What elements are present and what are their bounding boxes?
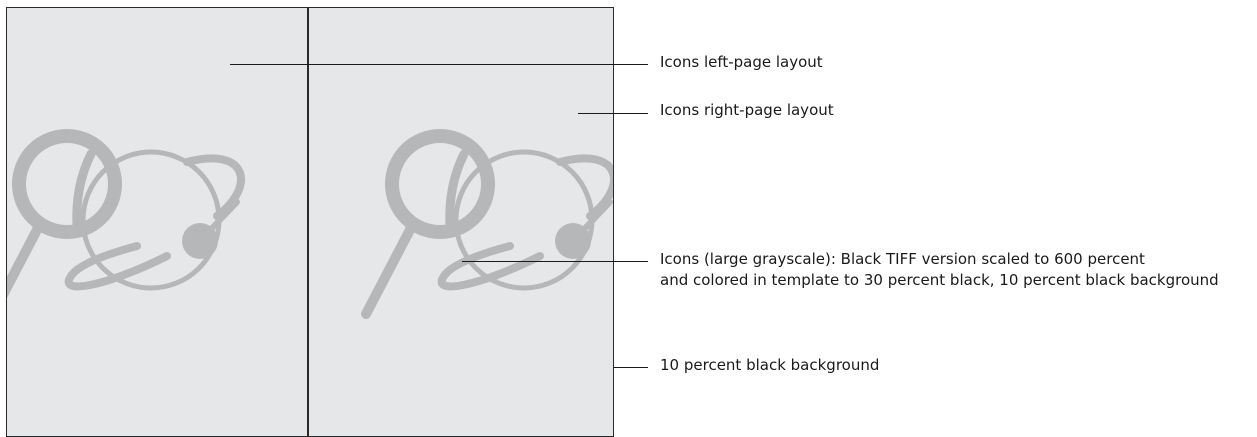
label-icons-line2: and colored in template to 30 percent bl… xyxy=(660,271,1219,289)
planet-dot-icon xyxy=(182,223,218,259)
planet-highlight-icon xyxy=(72,149,96,231)
right-page-icons xyxy=(360,126,613,330)
magnifier-handle-icon xyxy=(361,221,417,319)
right-page-layout xyxy=(307,7,614,437)
planet-dot-icon xyxy=(555,223,591,259)
magnifier-planet-icon xyxy=(7,129,245,299)
label-icons-line1: Icons (large grayscale): Black TIFF vers… xyxy=(660,250,1145,268)
leader-background xyxy=(614,367,648,368)
planet-orbit-icon xyxy=(437,154,613,291)
planet-highlight-icon xyxy=(445,149,469,231)
left-page-icons xyxy=(7,126,287,330)
leader-icons xyxy=(462,261,648,262)
magnifier-planet-icon xyxy=(361,129,613,319)
left-page-layout xyxy=(6,7,308,437)
magnifier-lens-icon xyxy=(12,129,122,239)
label-right-layout: Icons right-page layout xyxy=(660,101,834,119)
leader-right-layout xyxy=(578,113,648,114)
magnifier-lens-icon xyxy=(385,129,495,239)
label-left-layout: Icons left-page layout xyxy=(660,53,823,71)
label-background: 10 percent black background xyxy=(660,356,880,374)
leader-left-layout xyxy=(230,64,648,65)
magnifier-handle-icon xyxy=(7,221,44,299)
page-spine-divider xyxy=(307,7,309,437)
planet-orbit-icon xyxy=(64,154,245,291)
